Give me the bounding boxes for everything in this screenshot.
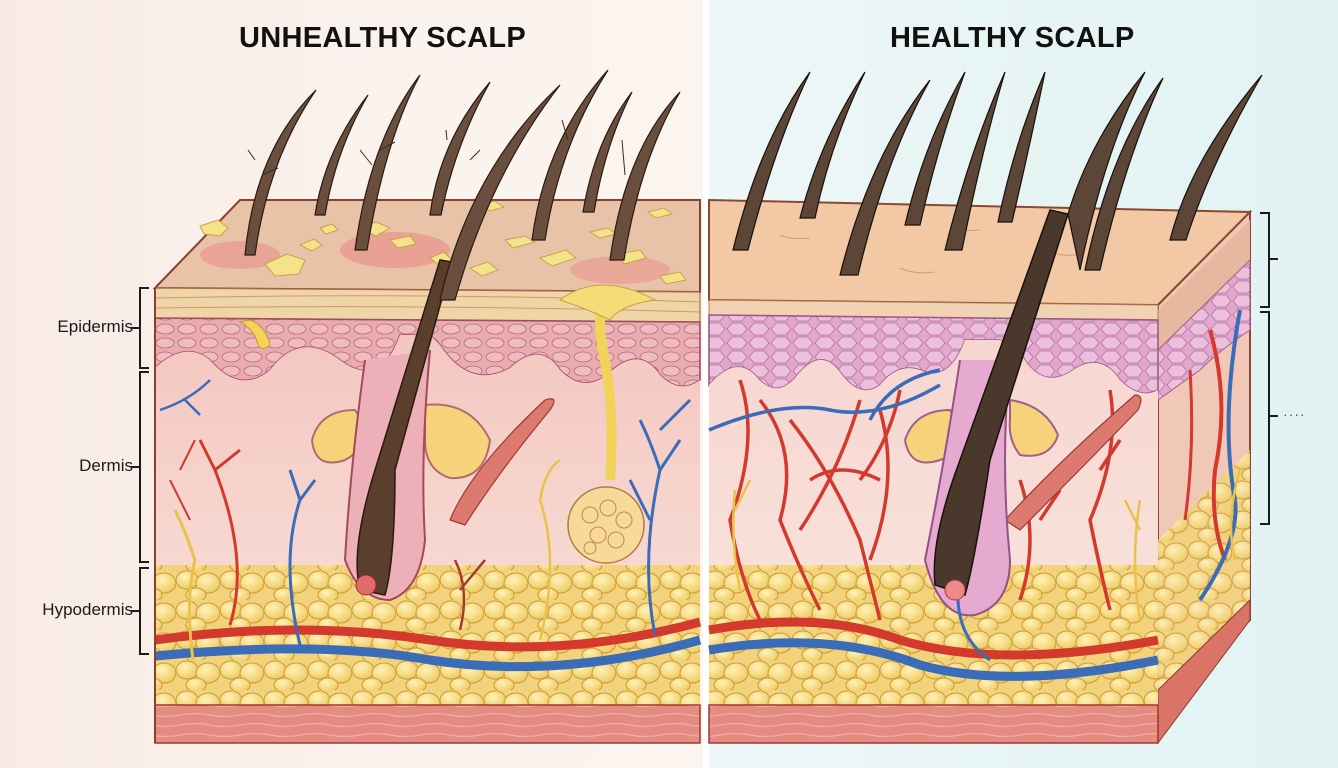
healthy-block (708, 198, 1253, 745)
right-bottom-bracket (1260, 311, 1270, 525)
right-top-tick (1270, 258, 1278, 260)
right-bottom-label: ···· (1283, 406, 1306, 422)
unhealthy-hairs (244, 69, 681, 301)
right-bottom-tick (1270, 415, 1278, 417)
dermis-tick (131, 466, 139, 468)
unhealthy-block (152, 199, 702, 705)
panel-divider (703, 0, 709, 768)
epidermis-bracket (139, 287, 149, 369)
healthy-scalp-title: HEALTHY SCALP (890, 22, 1135, 54)
healthy-hairs (732, 71, 1263, 276)
hypodermis-tick (131, 610, 139, 612)
dermis-bracket (139, 371, 149, 563)
right-top-bracket (1260, 212, 1270, 308)
epidermis-tick (131, 327, 139, 329)
unhealthy-scalp-title: UNHEALTHY SCALP (239, 22, 526, 54)
hypodermis-bracket (139, 567, 149, 655)
label-hypodermis: Hypodermis (42, 600, 133, 619)
label-epidermis: Epidermis (57, 317, 133, 336)
label-dermis: Dermis (79, 456, 133, 475)
